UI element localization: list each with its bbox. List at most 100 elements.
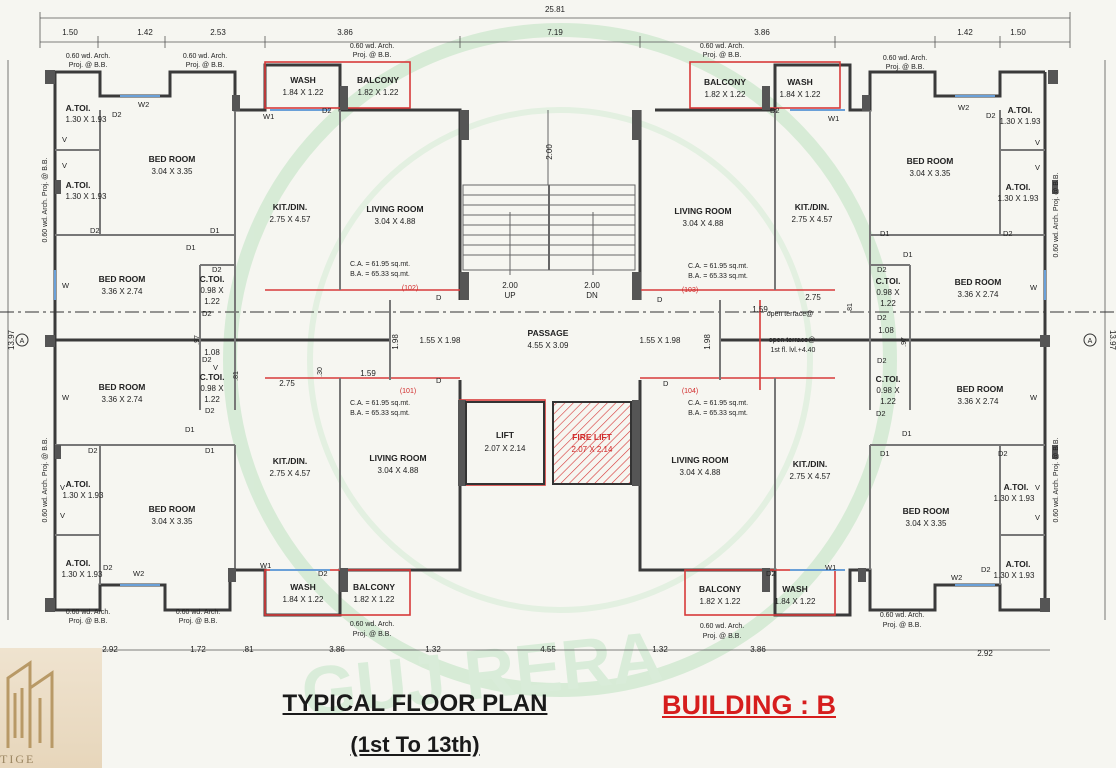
kitchen-size: 2.75 X 4.57 [270,215,311,224]
arch-label: 0.60 wd. Arch. [66,53,110,60]
window-tag: W [62,393,70,402]
vent-tag: V [1035,513,1040,522]
dim-label: .97 [194,335,201,345]
door-tag: D1 [902,429,912,438]
dim-label: 1.32 [425,645,441,654]
window-tag: W1 [263,112,274,121]
terrace-level: open terrace@ [769,337,815,344]
axis-label: A [1088,338,1093,345]
atoi-size: 1.30 X 1.93 [998,194,1039,203]
dim-label: 3.86 [750,645,766,654]
window-tag: W1 [828,114,839,123]
wash-size: 1.84 X 1.22 [283,88,324,97]
arch-label: 0.60 wd. Arch. [350,43,394,50]
wash-label: WASH [290,75,316,85]
brand-logo-text: TIGE [0,752,36,766]
arch-label: Proj. @ B.B. [703,52,742,59]
window-tag: W2 [138,100,149,109]
total-width-label: 25.81 [545,5,566,14]
dim-label: 2.75 [805,293,821,302]
plan-title: TYPICAL FLOOR PLAN [282,690,548,717]
door-tag: D2 [103,563,113,572]
window-tag: W [62,281,70,290]
ctoi-size: 0.98 X [200,286,224,295]
door-tag: D2 [877,265,887,274]
kitchen-size: 2.75 X 4.57 [792,215,833,224]
building-label: BUILDING : B [662,690,836,720]
balcony-label: BALCONY [357,75,399,85]
atoi-label: A.TOI. [1006,182,1031,192]
dim-label: 1.98 [703,334,712,350]
ctoi-size: 1.22 [204,395,220,404]
bedroom-size: 3.04 X 3.35 [906,519,947,528]
kitchen-size: 2.75 X 4.57 [790,472,831,481]
arch-label: Proj. @ B.B. [886,64,925,71]
arch-label: Proj. @ B.B. [186,62,225,69]
door-tag: D2 [877,356,887,365]
dim-label: 4.55 [540,645,556,654]
door-tag: D1 [186,243,196,252]
door-tag: D2 [88,446,98,455]
dim-label: 1.08 [878,326,894,335]
height-label-left: 13.97 [7,329,16,350]
bedroom-size: 3.36 X 2.74 [958,397,999,406]
balcony-label: BALCONY [699,584,741,594]
door-tag: D1 [903,250,913,259]
atoi-label: A.TOI. [1004,482,1029,492]
lift-shaft [465,401,545,485]
dim-label: 3.86 [754,28,770,37]
bedroom-size: 3.04 X 3.35 [152,517,193,526]
vent-tag: V [60,511,65,520]
atoi-label: A.TOI. [66,558,91,568]
passage-size: 4.55 X 3.09 [528,341,569,350]
door-tag: D2 [986,111,996,120]
wash-size: 1.84 X 1.22 [780,90,821,99]
arch-label: Proj. @ B.B. [69,618,108,625]
balcony-size: 1.82 X 1.22 [358,88,399,97]
interior-walls [55,110,1045,585]
arch-label: Proj. @ B.B. [69,62,108,69]
bedroom-size: 3.36 X 2.74 [958,290,999,299]
vent-tag: V [213,363,218,372]
terrace-level: 1st fl. lvl.+4.40 [771,347,816,354]
stair-down: DN [586,291,598,300]
ctoi-size: 0.98 X [876,386,900,395]
arch-projection-labels: 0.60 wd. Arch. Proj. @ B.B. 0.60 wd. Arc… [42,43,1060,640]
dim-label: 2.53 [210,28,226,37]
atoi-size: 1.30 X 1.93 [62,570,103,579]
door-tag: D2 [876,409,886,418]
atoi-size: 1.30 X 1.93 [994,571,1035,580]
flat-number: (102) [402,285,418,292]
wash-label: WASH [782,584,808,594]
section-marker-left [15,333,29,347]
arch-label: Proj. @ B.B. [703,633,742,640]
window-tag: W2 [133,569,144,578]
bedroom-label: BED ROOM [99,382,146,392]
dim-label: 1.50 [1010,28,1026,37]
arch-label: Proj. @ B.B. [883,622,922,629]
atoi-size: 1.30 X 1.93 [994,494,1035,503]
bedroom-size: 3.04 X 3.35 [910,169,951,178]
rera-watermark: GUJ RERA [223,23,897,732]
columns [45,70,1058,612]
bedroom-size: 3.04 X 3.35 [152,167,193,176]
door-tag: D2 [322,106,332,115]
dim-label: 1.08 [204,348,220,357]
bedroom-label: BED ROOM [149,154,196,164]
arch-label-vertical: 0.60 wd. Arch. Proj. @ B.B. [42,437,49,522]
ctoi-label: C.TOI. [200,274,225,284]
living-room-label: LIVING ROOM [369,453,426,463]
atoi-label: A.TOI. [1006,559,1031,569]
door-tag: D [657,295,663,304]
section-marker-right [1083,333,1097,347]
living-room-size: 3.04 X 4.88 [375,217,416,226]
bedroom-label: BED ROOM [99,274,146,284]
ctoi-size: 1.22 [204,297,220,306]
carpet-area: C.A. = 61.95 sq.mt. [688,400,748,407]
bedroom-label: BED ROOM [903,506,950,516]
dim-label: 1.32 [652,645,668,654]
dim-label: 1.59 [360,369,376,378]
door-tag: D1 [880,449,890,458]
window-accents [54,95,1046,586]
flat-number: (103) [682,287,698,294]
